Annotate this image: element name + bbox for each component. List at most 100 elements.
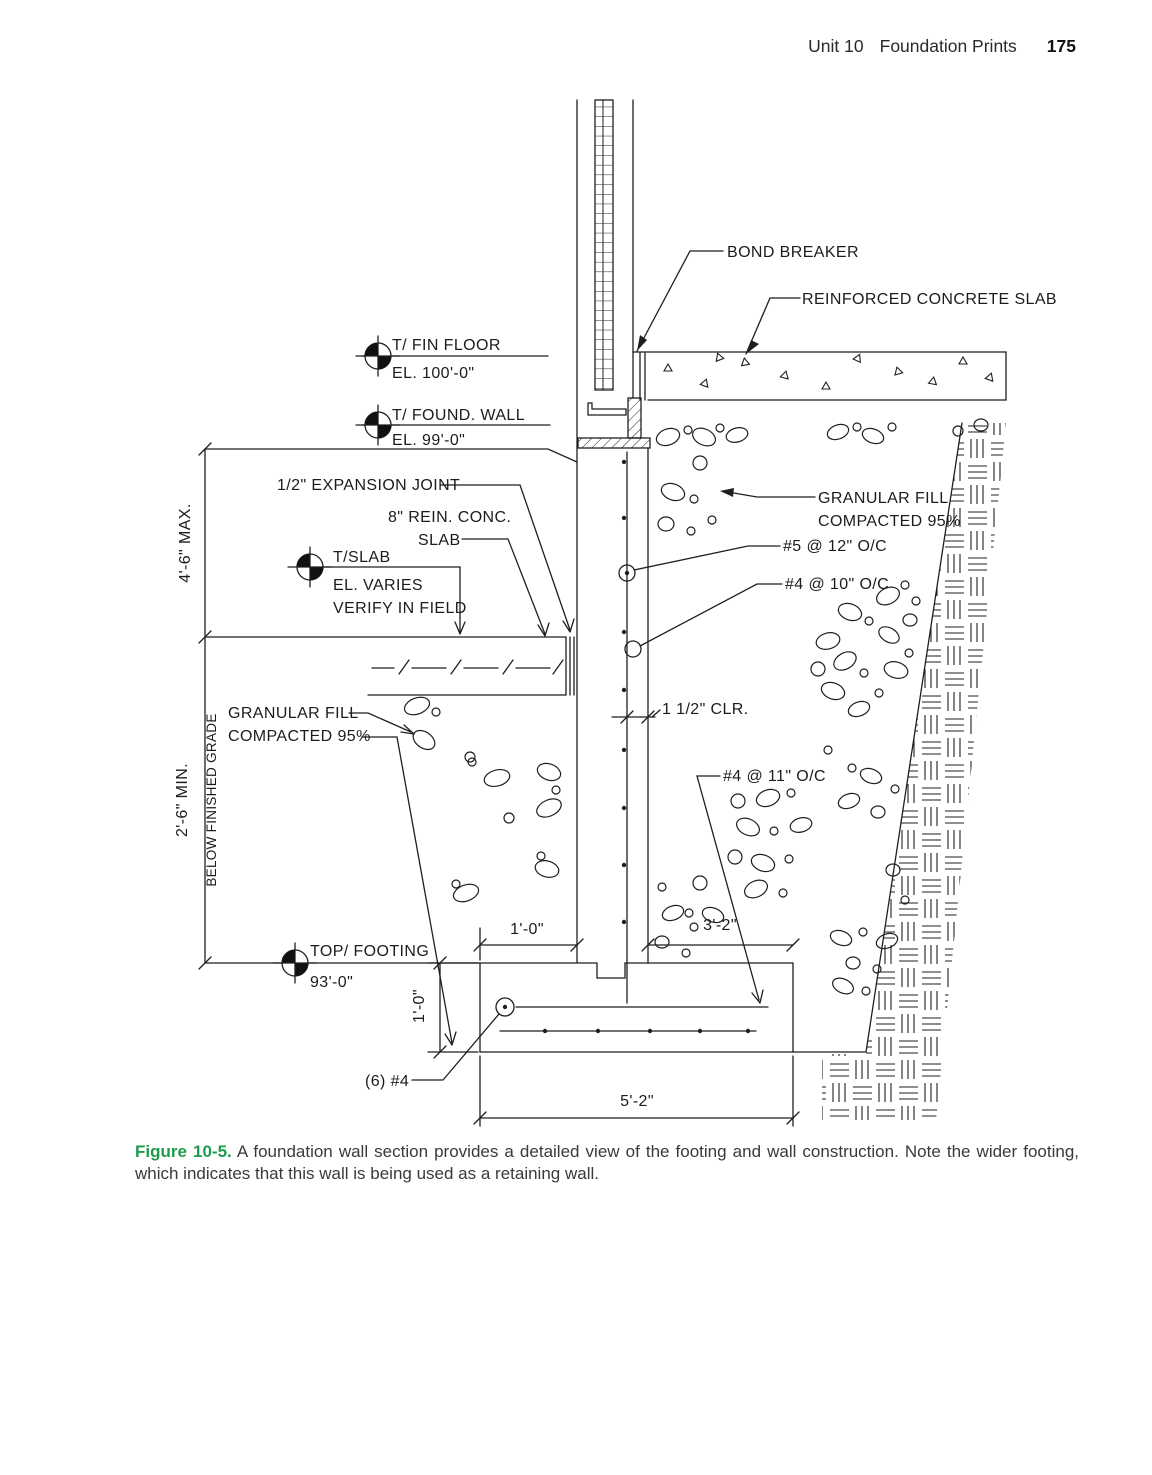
fill-stone bbox=[861, 986, 871, 996]
fill-stone bbox=[467, 757, 477, 767]
aggregate-triangle bbox=[715, 352, 725, 363]
granular-fill-stones-right bbox=[654, 418, 989, 996]
fill-stone bbox=[684, 908, 694, 918]
aggregate-triangle bbox=[958, 355, 968, 365]
fill-stone bbox=[655, 427, 681, 447]
granular-fill-right-label-2: COMPACTED 95% bbox=[818, 513, 961, 530]
bar-5-at-12-label: #5 @ 12" O/C bbox=[783, 538, 887, 555]
joint-details bbox=[577, 397, 651, 449]
fill-stone bbox=[769, 826, 779, 836]
aggregate-triangle bbox=[699, 378, 709, 389]
fill-stone bbox=[952, 425, 964, 437]
dim-wall-height-max: 4'-6" MAX. bbox=[177, 503, 194, 582]
granular-fill-stones-left bbox=[403, 696, 562, 903]
fill-stone bbox=[784, 854, 794, 864]
fill-stone bbox=[736, 817, 760, 837]
wall-horizontal-bar-sections bbox=[621, 459, 627, 925]
tfin-floor-name: T/ FIN FLOOR bbox=[392, 337, 501, 354]
footing-outline bbox=[479, 962, 867, 1053]
elevation-marker-tfound bbox=[355, 404, 401, 446]
dim-depth-note: BELOW FINISHED GRADE bbox=[204, 713, 219, 886]
arrowhead bbox=[746, 340, 759, 354]
rebar-section-dot bbox=[621, 805, 627, 811]
fill-stone bbox=[730, 793, 746, 809]
fill-stone bbox=[681, 948, 691, 958]
fill-stone bbox=[852, 422, 862, 432]
fill-stone bbox=[707, 515, 717, 525]
tfin-floor-elevation: EL. 100'-0" bbox=[392, 365, 475, 382]
fill-stone bbox=[661, 904, 685, 922]
rein-conc-slab-label-1: 8" REIN. CONC. bbox=[388, 509, 511, 526]
clearance-label: 1 1/2" CLR. bbox=[662, 701, 749, 718]
footing-bar-callout-circle bbox=[495, 997, 515, 1017]
rebar-section-dot bbox=[621, 862, 627, 868]
fill-stone bbox=[686, 526, 696, 536]
fill-stone bbox=[837, 792, 861, 810]
rebar-section-dot bbox=[697, 1028, 703, 1034]
fill-stone bbox=[875, 932, 899, 950]
dim-footing-thickness: 1'-0" bbox=[411, 989, 428, 1023]
interior-slab bbox=[204, 636, 575, 696]
fill-stone bbox=[536, 798, 562, 818]
tfound-wall-name: T/ FOUND. WALL bbox=[392, 407, 525, 424]
fill-stone bbox=[904, 648, 914, 658]
fill-stone bbox=[750, 853, 776, 873]
page-header: Unit 10 Foundation Prints 175 bbox=[808, 36, 1076, 57]
expansion-joint-label: 1/2" EXPANSION JOINT bbox=[277, 477, 460, 494]
fill-stone bbox=[832, 977, 854, 995]
fill-stone bbox=[536, 851, 546, 861]
fill-stone bbox=[847, 763, 857, 773]
tslab-name: T/SLAB bbox=[333, 549, 391, 566]
unit-label: Unit 10 bbox=[808, 36, 864, 56]
tslab-elevation: EL. VARIES bbox=[333, 577, 423, 594]
rebar-section-dot bbox=[745, 1028, 751, 1034]
dim-footing-heel: 1'-0" bbox=[510, 921, 544, 938]
fill-stone bbox=[452, 883, 480, 903]
granular-fill-left-label-2: COMPACTED 95% bbox=[228, 728, 371, 745]
page-number: 175 bbox=[1046, 36, 1076, 56]
fill-stone bbox=[823, 745, 833, 755]
excavation-line bbox=[865, 422, 963, 1053]
fill-stone bbox=[858, 927, 868, 937]
fill-stone bbox=[837, 602, 863, 622]
figure-caption-label: Figure 10-5. bbox=[135, 1142, 232, 1161]
slab-rebar-symbol bbox=[371, 659, 564, 675]
fill-stone bbox=[778, 888, 788, 898]
fill-stone bbox=[534, 860, 560, 878]
fill-stone bbox=[689, 494, 699, 504]
elevation-marker-topfooting bbox=[272, 942, 318, 984]
foundation-wall-outline bbox=[596, 447, 649, 979]
dim-depth-min: 2'-6" MIN. bbox=[174, 763, 191, 837]
bar-callout-circle-5 bbox=[618, 564, 636, 582]
bar-4-at-11-label: #4 @ 11" O/C bbox=[723, 768, 826, 785]
fill-stone bbox=[845, 956, 861, 970]
undisturbed-soil-hatch bbox=[822, 422, 1006, 1120]
figure-caption-text: A foundation wall section provides a det… bbox=[135, 1142, 1079, 1184]
fill-stone bbox=[911, 596, 921, 606]
fill-stone bbox=[826, 423, 850, 441]
footing-bars-label: (6) #4 bbox=[365, 1073, 409, 1090]
rebar-section-dot bbox=[621, 629, 627, 635]
dimension-lines bbox=[198, 442, 800, 1127]
rebar-section-dot bbox=[647, 1028, 653, 1034]
bar-4-at-10-label: #4 @ 10" O/C bbox=[785, 576, 889, 593]
rebar-section-dot bbox=[621, 747, 627, 753]
fill-stone bbox=[973, 418, 989, 432]
fill-stone bbox=[833, 651, 857, 671]
arrowhead bbox=[637, 335, 647, 351]
fill-stone bbox=[789, 817, 813, 833]
fill-stone bbox=[820, 681, 846, 701]
granular-fill-left-label-1: GRANULAR FILL bbox=[228, 705, 359, 722]
fill-stone bbox=[861, 427, 885, 445]
fill-stone bbox=[890, 784, 900, 794]
fill-stone bbox=[503, 812, 515, 824]
fill-stone bbox=[464, 751, 476, 763]
fill-stone bbox=[870, 805, 886, 819]
fill-stone bbox=[657, 516, 675, 532]
fill-stone bbox=[847, 700, 871, 718]
figure-caption: Figure 10-5. A foundation wall section p… bbox=[135, 1141, 1079, 1186]
elevation-marker-tslab bbox=[287, 546, 333, 588]
figure-drawing-area: BOND BREAKER REINFORCED CONCRETE SLAB 1/… bbox=[174, 99, 1057, 1127]
fill-stone bbox=[815, 632, 841, 650]
fill-stone bbox=[657, 882, 667, 892]
